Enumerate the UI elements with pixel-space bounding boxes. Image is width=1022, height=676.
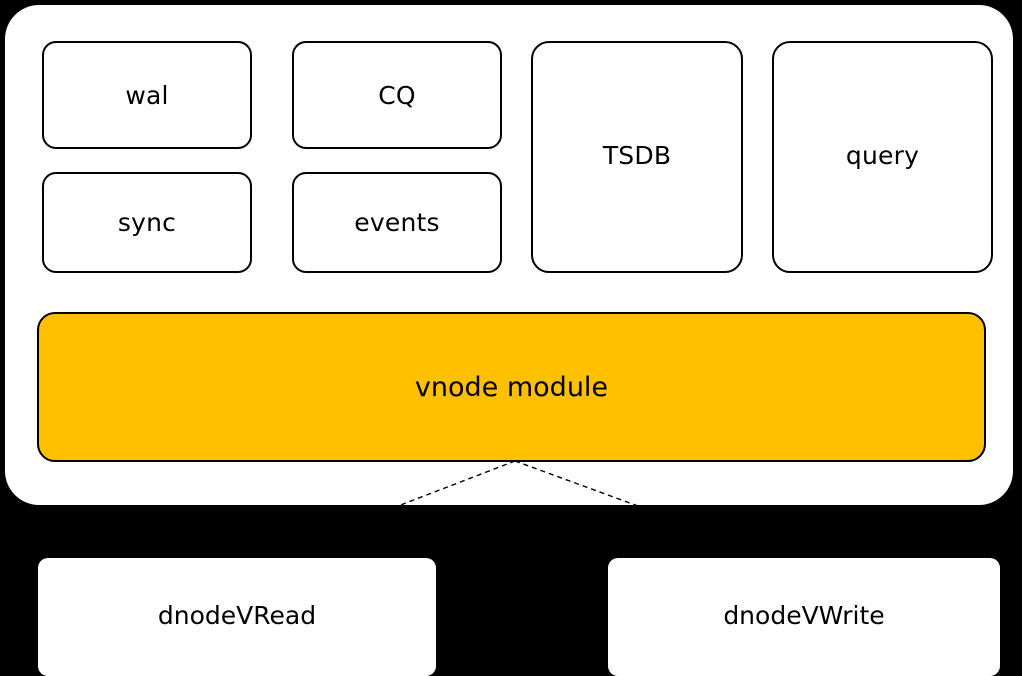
module-box-events[interactable]: events	[292, 172, 502, 273]
module-label-events: events	[354, 208, 440, 237]
dnode-box-dnodevread[interactable]: dnodeVRead	[38, 558, 436, 676]
module-box-wal[interactable]: wal	[42, 41, 252, 149]
dnode-label-dnodevwrite: dnodeVWrite	[723, 600, 885, 630]
vnode-module-bar[interactable]: vnode module	[37, 312, 986, 462]
module-box-cq[interactable]: CQ	[292, 41, 502, 149]
dnode-label-dnodevread: dnodeVRead	[157, 600, 317, 630]
module-box-query[interactable]: query	[772, 41, 993, 273]
module-label-query: query	[845, 140, 920, 170]
module-label-wal: wal	[125, 80, 169, 110]
module-label-tsdb: TSDB	[602, 140, 672, 170]
module-box-sync[interactable]: sync	[42, 172, 252, 273]
module-label-cq: CQ	[378, 80, 416, 110]
module-label-sync: sync	[117, 208, 177, 237]
module-box-tsdb[interactable]: TSDB	[531, 41, 743, 273]
dnode-box-dnodevwrite[interactable]: dnodeVWrite	[608, 558, 1000, 676]
vnode-module-label: vnode module	[414, 371, 609, 403]
